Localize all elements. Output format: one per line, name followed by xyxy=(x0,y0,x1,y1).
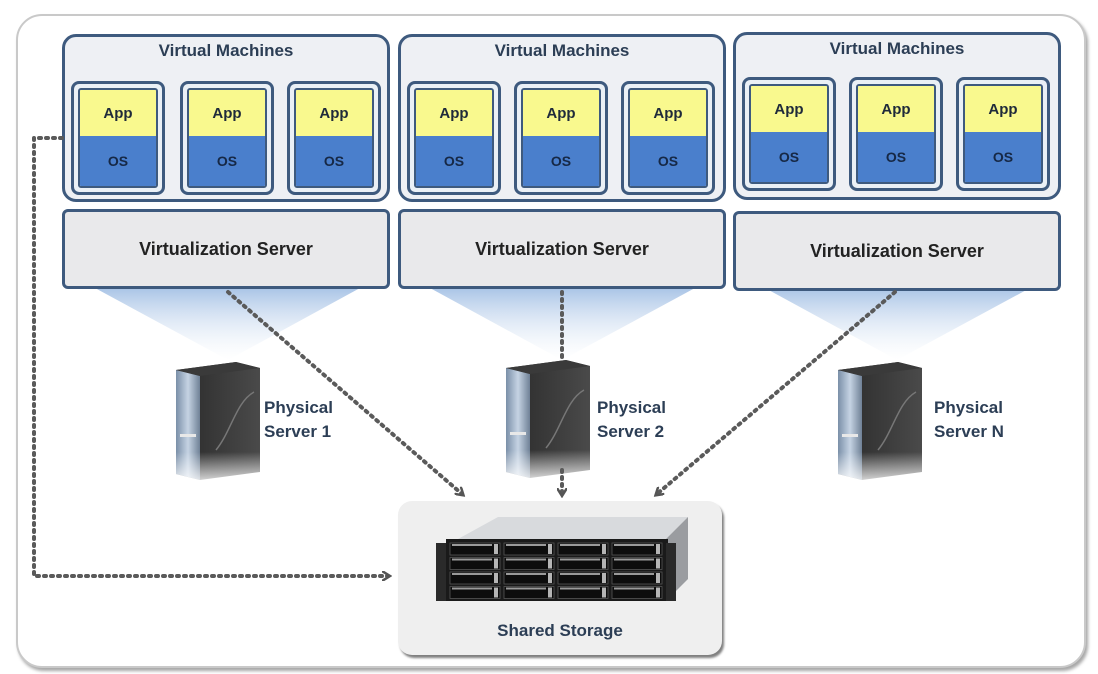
drive-bay-handle xyxy=(506,587,546,590)
physical-server-label-2: Physical Server 2 xyxy=(597,396,666,444)
app-layer: App xyxy=(751,86,827,135)
label-line: Server 2 xyxy=(597,422,665,441)
drive-bay-latch xyxy=(548,558,552,569)
drive-bay-latch xyxy=(656,558,660,569)
virtual-machine: App OS xyxy=(180,81,274,195)
drive-bay-latch xyxy=(656,573,660,583)
label-line: Server N xyxy=(934,422,1004,441)
drive-bay-latch xyxy=(602,544,606,554)
os-layer: OS xyxy=(523,136,599,186)
os-layer: OS xyxy=(858,132,934,182)
label-line: Physical xyxy=(597,398,666,417)
connector-server1-to-storage xyxy=(226,290,462,494)
label-line: Server 1 xyxy=(264,422,332,441)
drive-bay-latch xyxy=(494,558,498,569)
drive-bay-latch xyxy=(656,587,660,598)
virtual-machine: App OS xyxy=(287,81,381,195)
drive-bay-latch xyxy=(494,544,498,554)
drive-bay-handle xyxy=(614,587,654,590)
drive-bay-handle xyxy=(506,544,546,546)
drive-bay-latch xyxy=(548,573,552,583)
server-tower-icon-1 xyxy=(172,362,266,488)
drive-bay-latch xyxy=(548,587,552,598)
drive-bay-handle xyxy=(452,573,492,575)
virtual-machine: App OS xyxy=(621,81,715,195)
shared-storage-label: Shared Storage xyxy=(497,621,623,640)
projection-cone-3 xyxy=(765,288,1030,360)
vm-group-title: Virtual Machines xyxy=(829,39,965,58)
drive-bay-latch xyxy=(494,587,498,598)
connector-servern-to-storage xyxy=(657,290,897,494)
drive-bay-handle xyxy=(614,544,654,546)
server-tower-icon-n xyxy=(834,362,928,488)
virtual-machine: App OS xyxy=(71,81,165,195)
label-line: Physical xyxy=(264,398,333,417)
drive-bay-handle xyxy=(560,544,600,546)
drive-bay-latch xyxy=(602,573,606,583)
os-layer: OS xyxy=(751,132,827,182)
projection-cone-2 xyxy=(430,288,695,360)
virtualization-server-2: Virtualization Server xyxy=(398,209,726,289)
shared-storage-box: Shared Storage xyxy=(398,501,722,655)
app-layer: App xyxy=(416,90,492,139)
drive-bay-handle xyxy=(506,573,546,575)
vm-group-3: Virtual Machines App OS App OS App OS xyxy=(733,32,1061,200)
drive-bay-latch xyxy=(494,573,498,583)
drive-bay-handle xyxy=(560,573,600,575)
drive-bay-handle xyxy=(560,558,600,561)
drive-bay-handle xyxy=(452,558,492,561)
drive-bay-handle xyxy=(452,544,492,546)
virtual-machine: App OS xyxy=(514,81,608,195)
os-layer: OS xyxy=(296,136,372,186)
os-layer: OS xyxy=(965,132,1041,182)
label-line: Physical xyxy=(934,398,1003,417)
drive-bay-handle xyxy=(614,558,654,561)
drive-bay-latch xyxy=(602,558,606,569)
vm-group-1: Virtual Machines App OS App OS App OS xyxy=(62,34,390,202)
virtualization-server-1: Virtualization Server xyxy=(62,209,390,289)
vm-group-title: Virtual Machines xyxy=(494,41,630,60)
drive-bay-handle xyxy=(452,587,492,590)
app-layer: App xyxy=(189,90,265,139)
drive-bay-handle xyxy=(560,587,600,590)
vm-group-2: Virtual Machines App OS App OS App OS xyxy=(398,34,726,202)
app-layer: App xyxy=(858,86,934,135)
app-layer: App xyxy=(296,90,372,139)
physical-server-label-1: Physical Server 1 xyxy=(264,396,333,444)
os-layer: OS xyxy=(80,136,156,186)
drive-bay-latch xyxy=(548,544,552,554)
connector-vms-to-storage xyxy=(32,136,388,576)
virtual-machine: App OS xyxy=(956,77,1050,191)
virtualization-server-3: Virtualization Server xyxy=(733,211,1061,291)
projection-cone-1 xyxy=(95,288,360,360)
os-layer: OS xyxy=(189,136,265,186)
physical-server-label-n: Physical Server N xyxy=(934,396,1004,444)
drive-bay-latch xyxy=(656,544,660,554)
virtual-machine: App OS xyxy=(742,77,836,191)
app-layer: App xyxy=(80,90,156,139)
vm-group-title: Virtual Machines xyxy=(158,41,294,60)
virtual-machine: App OS xyxy=(407,81,501,195)
drive-bay-handle xyxy=(506,558,546,561)
storage-array-icon xyxy=(436,517,688,601)
virtual-machine: App OS xyxy=(849,77,943,191)
server-tower-icon-2 xyxy=(502,360,596,486)
os-layer: OS xyxy=(630,136,706,186)
drive-bay-latch xyxy=(602,587,606,598)
drive-bay-handle xyxy=(614,573,654,575)
os-layer: OS xyxy=(416,136,492,186)
